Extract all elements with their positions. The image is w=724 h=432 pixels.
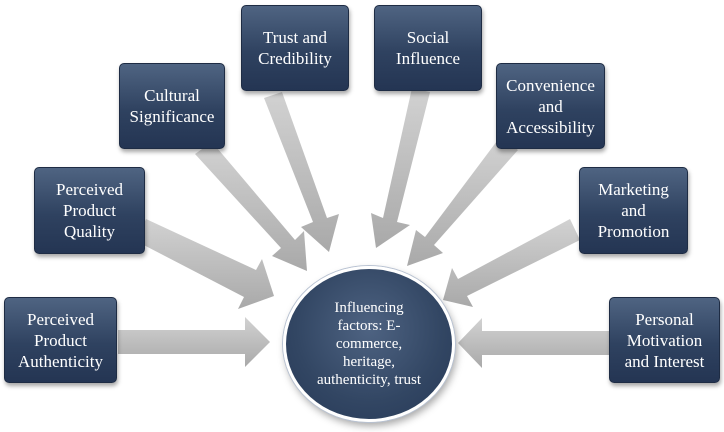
factor-box-quality: Perceived Product Quality bbox=[34, 167, 145, 254]
arrow-authenticity bbox=[118, 317, 270, 367]
factor-label-social: Social Influence bbox=[395, 28, 461, 68]
factor-label-cultural: Cultural Significance bbox=[129, 86, 215, 126]
factor-box-motivation: Personal Motivation and Interest bbox=[609, 297, 720, 383]
arrow-motivation bbox=[458, 318, 610, 368]
factor-box-marketing: Marketing and Promotion bbox=[579, 167, 688, 254]
factor-box-authenticity: Perceived Product Authenticity bbox=[4, 297, 117, 383]
center-label: Influencing factors: E-commerce, heritag… bbox=[316, 300, 421, 388]
arrow-quality bbox=[136, 219, 274, 309]
factor-label-marketing: Marketing and Promotion bbox=[597, 180, 670, 241]
factor-box-social: Social Influence bbox=[374, 5, 482, 91]
factor-box-cultural: Cultural Significance bbox=[119, 63, 225, 149]
factor-label-convenience: Convenience and Accessibility bbox=[506, 75, 595, 137]
arrow-marketing bbox=[443, 219, 580, 307]
arrow-convenience bbox=[407, 137, 518, 266]
arrow-trust bbox=[264, 92, 339, 252]
center-circle: Influencing factors: E-commerce, heritag… bbox=[283, 266, 455, 422]
factor-label-motivation: Personal Motivation and Interest bbox=[624, 309, 705, 371]
arrow-social bbox=[371, 88, 430, 248]
factor-box-convenience: Convenience and Accessibility bbox=[496, 63, 605, 149]
factor-label-authenticity: Perceived Product Authenticity bbox=[18, 309, 103, 371]
factor-box-trust: Trust and Credibility bbox=[241, 5, 349, 91]
factor-label-quality: Perceived Product Quality bbox=[55, 180, 124, 241]
arrow-cultural bbox=[195, 142, 307, 271]
factor-label-trust: Trust and Credibility bbox=[258, 28, 332, 68]
